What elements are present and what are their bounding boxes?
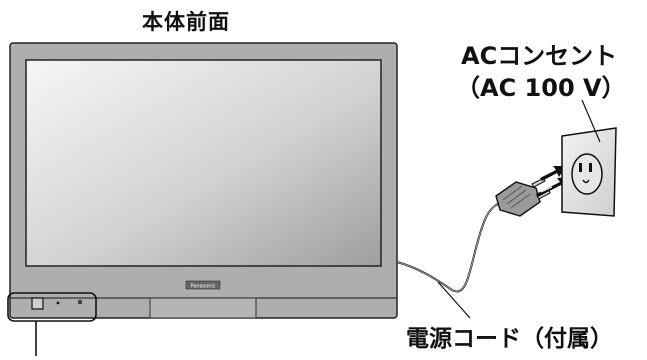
wall-outlet — [561, 127, 617, 217]
control-panel-highlight — [7, 292, 97, 322]
remote-sensor — [78, 300, 82, 304]
outlet-label: ACコンセント — [461, 42, 618, 70]
front-view-label: 本体前面 — [142, 10, 230, 34]
tv-brand-badge — [185, 280, 221, 290]
outlet-leader-line — [581, 99, 601, 143]
tv-brand-text: Panasonic — [190, 284, 215, 290]
power-indicator — [56, 301, 60, 305]
power-plug — [495, 177, 551, 217]
power-switch — [31, 297, 44, 310]
tv-screen — [25, 59, 382, 267]
power-cord-label: 電源コード（付属） — [406, 326, 613, 352]
power-cord — [396, 199, 509, 293]
tv-door-panel — [149, 297, 257, 319]
outlet-voltage-label: （AC 100 V） — [456, 74, 626, 102]
cord-leader-line — [437, 281, 471, 319]
power-cord-highlight — [396, 199, 509, 292]
